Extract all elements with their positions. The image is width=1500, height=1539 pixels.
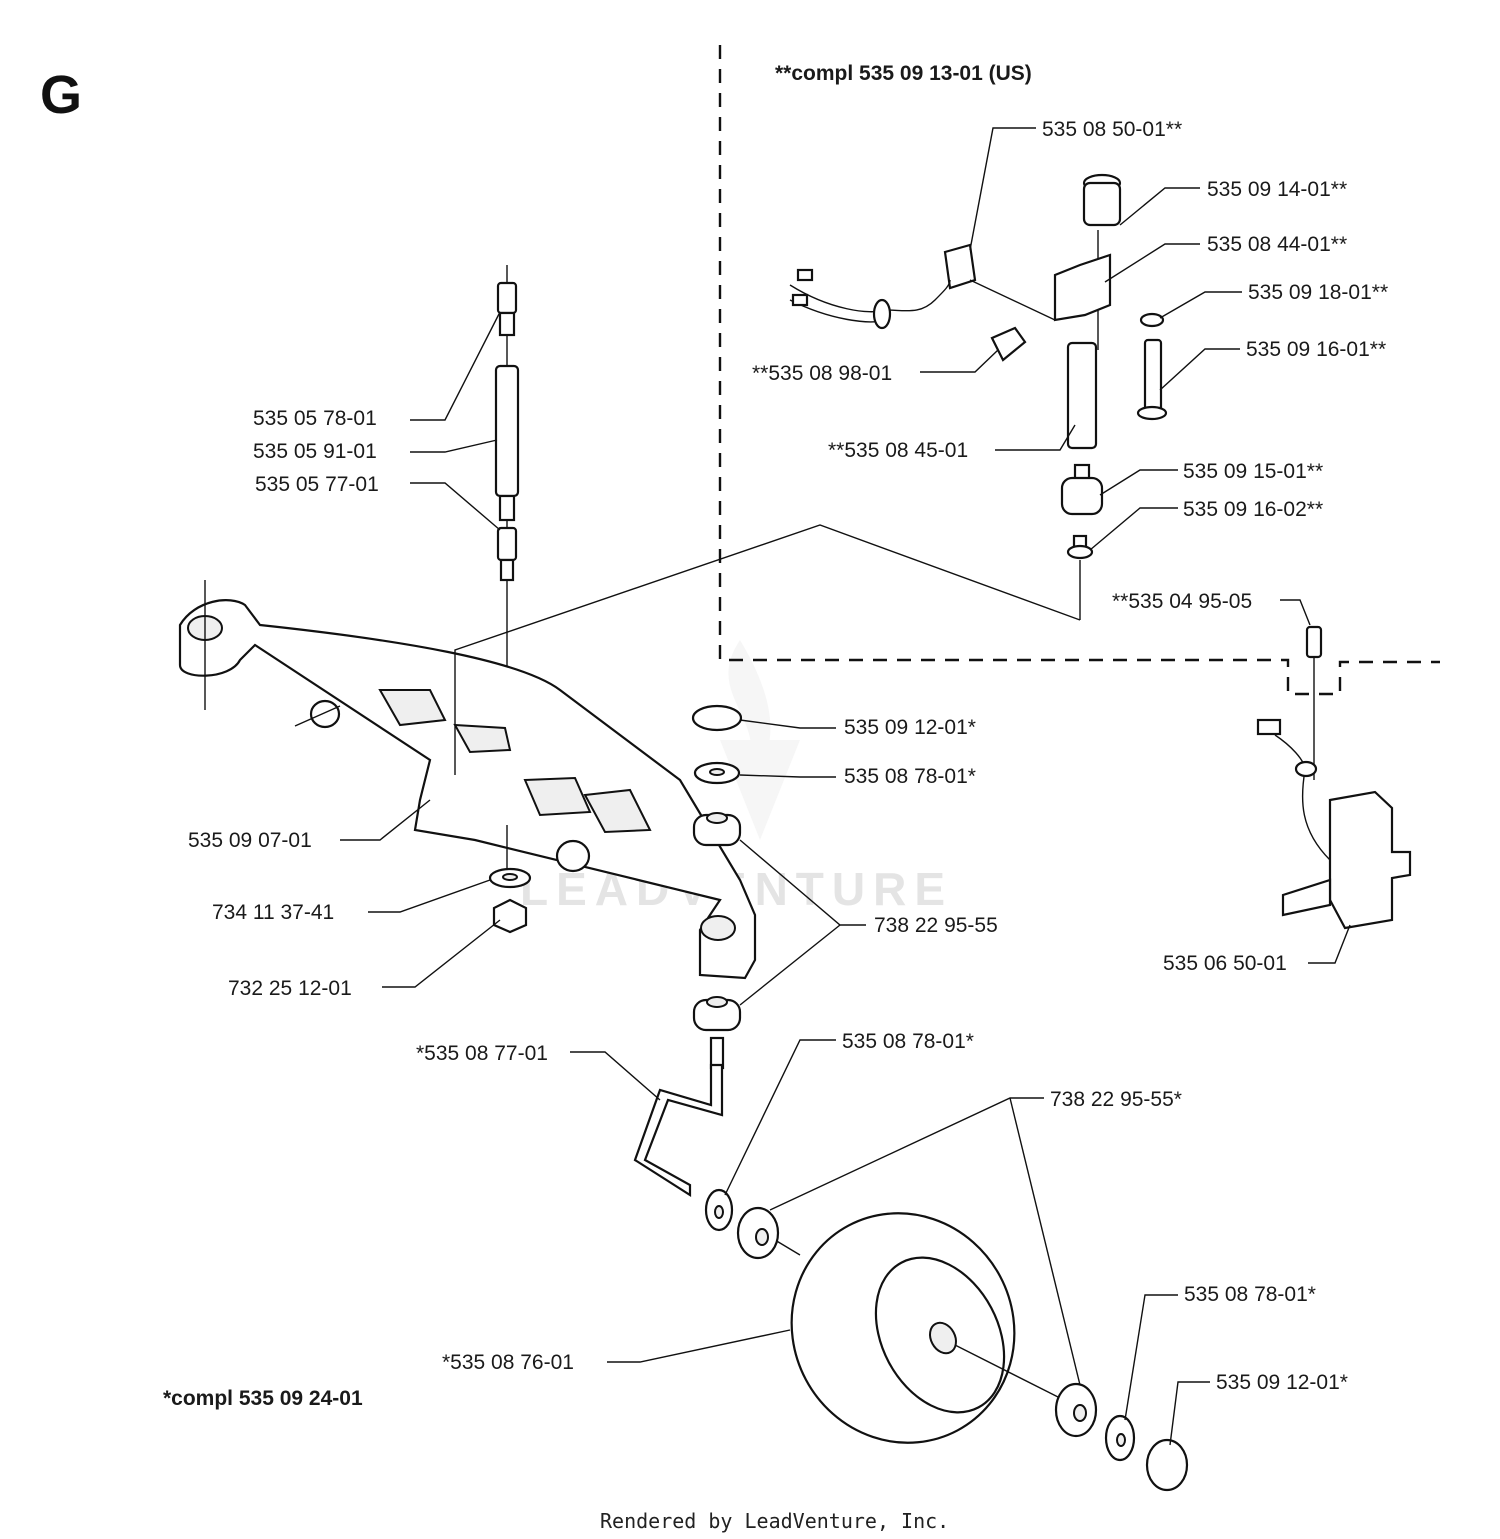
label-734-11-37-41: 734 11 37-41 — [212, 901, 334, 924]
label-738-22-95-55: 738 22 95-55 — [874, 914, 998, 937]
part-labels: 535 05 78-01 535 05 91-01 535 05 77-01 5… — [188, 118, 1388, 1394]
label-535-09-14-01: 535 09 14-01** — [1207, 178, 1347, 201]
label-535-08-78-01-wheel: 535 08 78-01* — [1184, 1283, 1316, 1306]
label-535-08-77-01: *535 08 77-01 — [416, 1042, 548, 1065]
label-535-08-50-01: 535 08 50-01** — [1042, 118, 1182, 141]
label-535-09-16-02: 535 09 16-02** — [1183, 498, 1323, 521]
washer-and-nut — [488, 867, 532, 934]
watermark-logo-icon — [720, 640, 800, 840]
caster-fork — [633, 1036, 725, 1198]
leader-lines — [340, 127, 1351, 1446]
label-535-05-78-01: 535 05 78-01 — [253, 407, 377, 430]
label-535-08-45-01: **535 08 45-01 — [828, 439, 968, 462]
label-535-08-78-01-fork: 535 08 78-01* — [842, 1030, 974, 1053]
label-535-09-12-01-top: 535 09 12-01* — [844, 716, 976, 739]
stud-assembly — [494, 265, 520, 760]
label-535-09-12-01-wheel: 535 09 12-01* — [1216, 1371, 1348, 1394]
label-535-09-16-01: 535 09 16-01** — [1246, 338, 1386, 361]
label-535-08-44-01: 535 08 44-01** — [1207, 233, 1347, 256]
label-535-04-95-05: **535 04 95-05 — [1112, 590, 1252, 613]
label-738-22-95-55-wheel: 738 22 95-55* — [1050, 1088, 1182, 1111]
bearing-stack — [691, 704, 743, 1032]
caster-wheel — [774, 1212, 1061, 1444]
label-535-09-15-01: 535 09 15-01** — [1183, 460, 1323, 483]
sensor-switch — [1256, 625, 1412, 930]
axle-beam — [178, 580, 757, 980]
label-535-05-91-01: 535 05 91-01 — [253, 440, 377, 463]
label-535-08-98-01: **535 08 98-01 — [752, 362, 892, 385]
label-535-08-76-01: *535 08 76-01 — [442, 1351, 574, 1374]
section-letter: G — [40, 65, 82, 125]
footer-credit: Rendered by LeadVenture, Inc. — [600, 1509, 949, 1533]
us-switch-parts — [454, 173, 1168, 775]
label-535-09-07-01: 535 09 07-01 — [188, 829, 312, 852]
label-535-05-77-01: 535 05 77-01 — [255, 473, 379, 496]
kit-note-main: *compl 535 09 24-01 — [163, 1387, 363, 1410]
us-kit-boundary — [718, 45, 1440, 696]
kit-note-us: **compl 535 09 13-01 (US) — [775, 62, 1032, 85]
label-535-08-78-01-top: 535 08 78-01* — [844, 765, 976, 788]
label-732-25-12-01: 732 25 12-01 — [228, 977, 352, 1000]
label-535-09-18-01: 535 09 18-01** — [1248, 281, 1388, 304]
wheel-hardware — [704, 1188, 1189, 1492]
label-535-06-50-01: 535 06 50-01 — [1163, 952, 1287, 975]
